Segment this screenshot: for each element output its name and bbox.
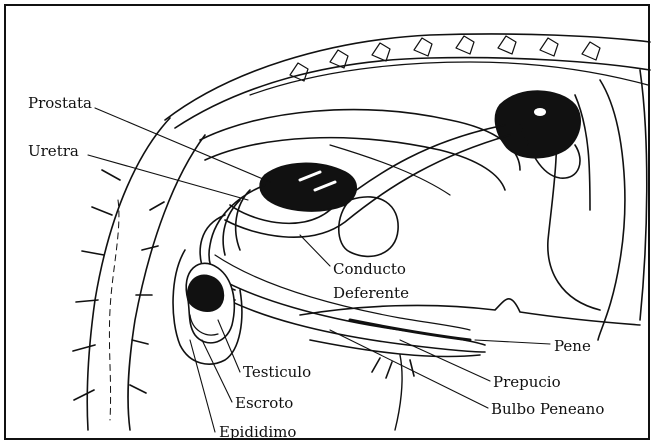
label-prostata: Prostata — [28, 96, 92, 111]
rectum — [200, 110, 520, 195]
tail — [73, 118, 205, 430]
leader-uretra — [88, 155, 248, 200]
leader-lines — [88, 108, 550, 432]
leader-epididimo — [190, 340, 215, 432]
leader-pene — [475, 340, 550, 344]
leader-conducto — [300, 235, 330, 266]
kidney — [495, 91, 580, 178]
label-bulbo: Bulbo Peneano — [491, 402, 604, 417]
testicle — [186, 263, 234, 343]
label-pene: Pene — [554, 339, 591, 354]
prostate — [260, 163, 398, 256]
label-prepucio: Prepucio — [493, 375, 561, 390]
leader-escroto — [202, 340, 232, 402]
label-uretra: Uretra — [28, 144, 79, 159]
label-deferente: Deferente — [333, 286, 409, 301]
label-escroto: Escroto — [235, 396, 293, 411]
label-epididimo: Epididimo — [219, 425, 296, 440]
label-testiculo: Testiculo — [243, 365, 311, 380]
label-conducto: Conducto — [333, 262, 406, 277]
